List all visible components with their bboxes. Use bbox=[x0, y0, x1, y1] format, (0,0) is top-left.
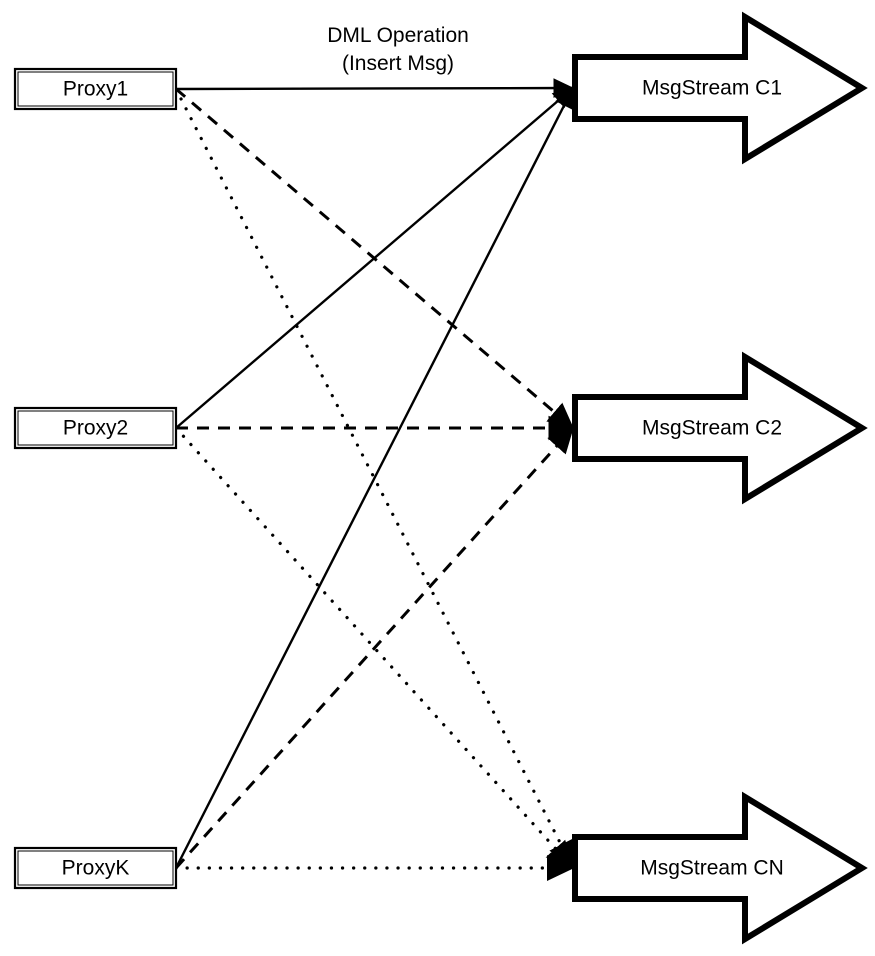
edge-line-solid bbox=[175, 87, 574, 429]
msgstream-label-cn: MsgStream CN bbox=[640, 857, 784, 880]
edge-line-solid bbox=[175, 78, 574, 98]
edge-pk-c2[interactable] bbox=[174, 426, 575, 870]
msgstream-node-c2[interactable]: MsgStream C2 bbox=[572, 351, 868, 505]
proxy-box-inner-border-proxy2 bbox=[17, 410, 174, 446]
edge-p1-c1[interactable] bbox=[175, 78, 574, 98]
edge-p2-cn[interactable] bbox=[174, 426, 575, 870]
edge-label-line1: DML Operation bbox=[327, 24, 469, 47]
msgstream-arrow-shape-c2 bbox=[572, 351, 868, 505]
msgstream-node-cn[interactable]: MsgStream CN bbox=[572, 791, 868, 945]
edge-line-dashed bbox=[174, 426, 575, 870]
edge-line-dotted bbox=[174, 426, 575, 870]
edge-p1-cn[interactable] bbox=[174, 87, 575, 870]
edge-pk-c1[interactable] bbox=[174, 87, 575, 869]
edge-label-dml-operation: DML Operation (Insert Msg) bbox=[327, 24, 469, 75]
proxy-box-inner-border-proxyK bbox=[17, 850, 174, 886]
proxy-box-inner-border-proxy1 bbox=[17, 71, 174, 107]
proxy-label-proxyK: ProxyK bbox=[62, 857, 130, 880]
msgstream-arrow-shape-c1 bbox=[572, 11, 868, 165]
edges-layer bbox=[174, 78, 575, 882]
proxy-node-proxyK[interactable]: ProxyK bbox=[13, 846, 178, 890]
proxy-box-proxyK bbox=[13, 846, 178, 890]
proxy-node-proxy2[interactable]: Proxy2 bbox=[13, 406, 178, 450]
proxy-box-proxy2 bbox=[13, 406, 178, 450]
proxy-label-proxy2: Proxy2 bbox=[63, 417, 128, 440]
edge-line-dotted bbox=[174, 87, 575, 870]
msgstream-node-c1[interactable]: MsgStream C1 bbox=[572, 11, 868, 165]
proxy-label-proxy1: Proxy1 bbox=[63, 78, 128, 101]
edge-p2-c1[interactable] bbox=[175, 87, 574, 429]
edge-label-line2: (Insert Msg) bbox=[342, 52, 454, 75]
msgstream-label-c1: MsgStream C1 bbox=[642, 77, 782, 100]
edge-line-solid bbox=[174, 87, 575, 869]
msgstream-label-c2: MsgStream C2 bbox=[642, 417, 782, 440]
proxy-node-proxy1[interactable]: Proxy1 bbox=[13, 67, 178, 111]
proxy-box-proxy1 bbox=[13, 67, 178, 111]
msgstream-arrow-shape-cn bbox=[572, 791, 868, 945]
streams-layer: MsgStream C1 MsgStream C2 MsgStream CN bbox=[572, 11, 868, 945]
